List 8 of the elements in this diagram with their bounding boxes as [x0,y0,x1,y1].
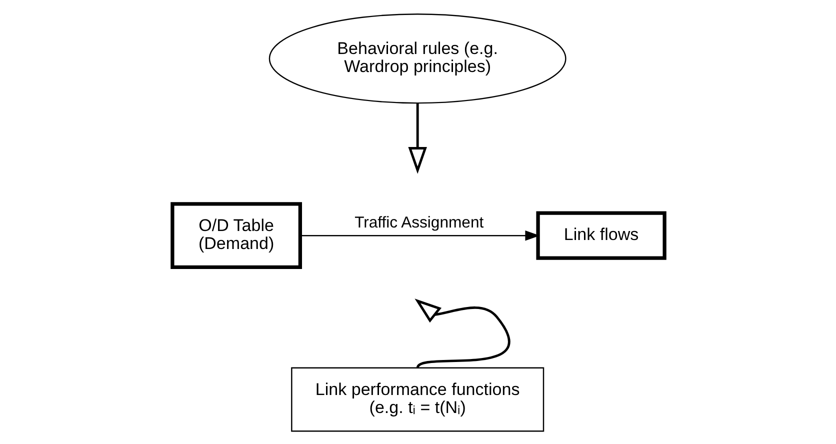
node-box: O/D Table (Demand) [170,202,302,269]
arrow [408,102,426,174]
node-ellipse: Behavioral rules (e.g. Wardrop principles) [268,13,566,104]
arrow [414,298,510,368]
node-box: Link flows [536,210,666,260]
node-box: Link performance functions (e.g. tᵢ = t(Nᵢ) [290,366,544,432]
edge-label: Traffic Assignment [354,214,484,232]
arrow [300,230,540,240]
